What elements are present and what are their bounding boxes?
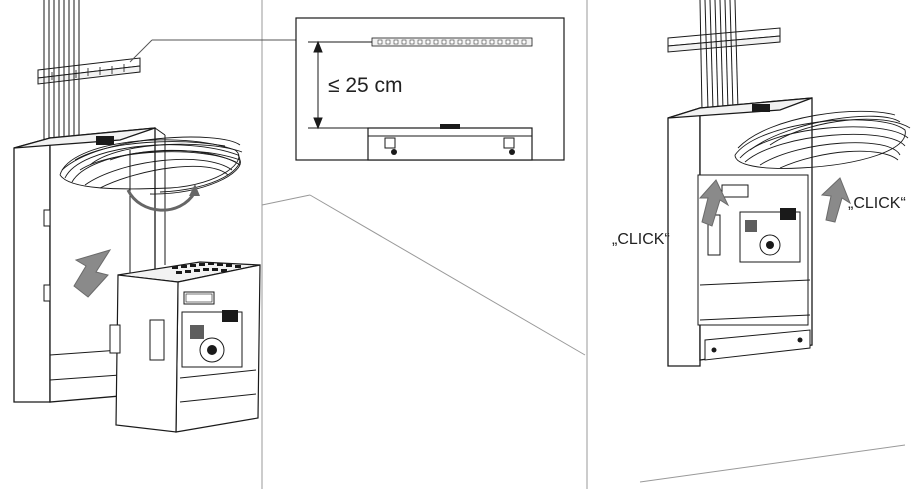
callout-box: ≤ 25 cm	[129, 17, 565, 161]
left-panel	[13, 0, 586, 489]
front-module-left	[109, 261, 261, 433]
click-arrow-right-icon	[820, 177, 852, 223]
insertion-arrow-icon	[73, 249, 112, 298]
din-rail-left	[37, 57, 141, 85]
floor-line-diagonal	[309, 194, 586, 356]
floor-line-middle	[261, 194, 311, 206]
floor-line-right	[639, 444, 906, 483]
right-panel: „CLICK“ „CLICK“	[586, 0, 911, 489]
click-label-right: „CLICK“	[848, 195, 906, 212]
enclosure-housing-right	[667, 97, 813, 367]
rotation-arrow-icon	[126, 184, 200, 212]
cable-bundle-vertical-left	[43, 0, 80, 150]
callout-housing-top	[367, 124, 533, 161]
measurement-label: ≤ 25 cm	[328, 74, 403, 97]
cable-bundle-vertical-right	[699, 0, 739, 111]
din-rail-right	[667, 27, 781, 53]
cable-loop-left	[59, 136, 243, 195]
callout-leader-line	[129, 39, 153, 63]
click-label-left: „CLICK“	[612, 231, 670, 248]
dimension-line	[308, 40, 372, 130]
click-arrow-left-icon	[698, 179, 730, 227]
cable-loop-right	[734, 110, 911, 169]
